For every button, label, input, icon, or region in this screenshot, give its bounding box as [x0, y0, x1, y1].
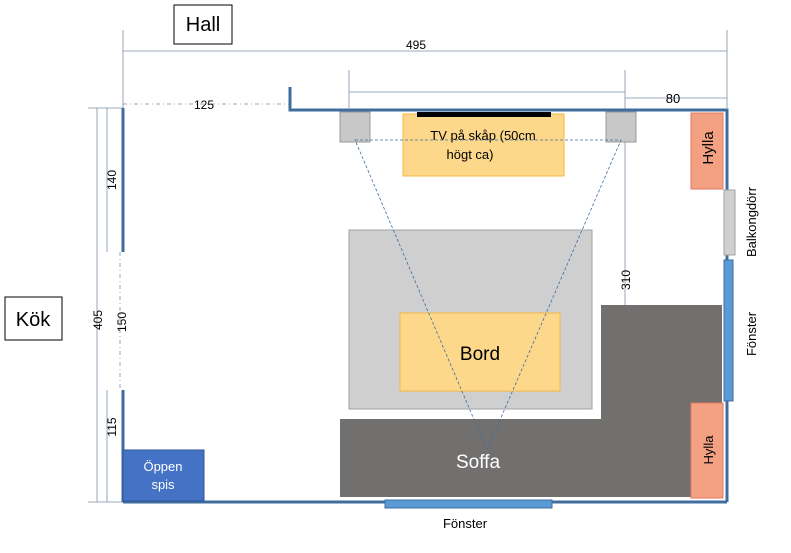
shelf-bottom: [690, 402, 724, 499]
tv-label-line1: TV på skåp (50cm: [430, 128, 536, 143]
window-bottom-label: Fönster: [443, 516, 488, 531]
balcony-door: [723, 189, 736, 256]
tv-cabinet: [402, 113, 565, 177]
fireplace-label-line2: spis: [151, 477, 175, 492]
sofa: [340, 305, 722, 497]
window-bottom: [384, 499, 553, 509]
fireplace: [122, 449, 205, 502]
dim-hall-opening: 125: [194, 98, 214, 112]
dim-total-width: 495: [406, 38, 426, 52]
left-speaker: [339, 111, 371, 143]
balcony-door-label: Balkongdörr: [744, 186, 759, 257]
window-right: [723, 259, 734, 402]
dim-tv-to-sofa: 310: [619, 270, 633, 290]
fireplace-label-line1: Öppen: [143, 459, 182, 474]
shelf-bottom-label: Hylla: [701, 435, 716, 465]
hall-label: Hall: [186, 14, 220, 36]
shelf-top: [690, 112, 724, 190]
shelf-top-label: Hylla: [700, 131, 717, 165]
right-speaker: [605, 111, 637, 143]
tv: [417, 112, 551, 117]
table: [399, 312, 561, 392]
kok-label: Kök: [16, 309, 51, 331]
window-right-label: Fönster: [744, 311, 759, 356]
table-label: Bord: [460, 344, 500, 365]
dim-lower-wall: 115: [105, 417, 119, 436]
kok-label-box: [4, 296, 63, 341]
dim-total-height: 405: [91, 310, 105, 330]
viewing-triangle: [354, 139, 622, 452]
dim-opening: 150: [115, 312, 129, 332]
sofa-label: Soffa: [456, 452, 500, 473]
dim-upper-wall: 140: [105, 170, 119, 190]
hall-label-box: [173, 4, 233, 45]
tv-label-line2: högt ca): [447, 147, 494, 162]
dim-right-segment: 80: [666, 91, 680, 106]
